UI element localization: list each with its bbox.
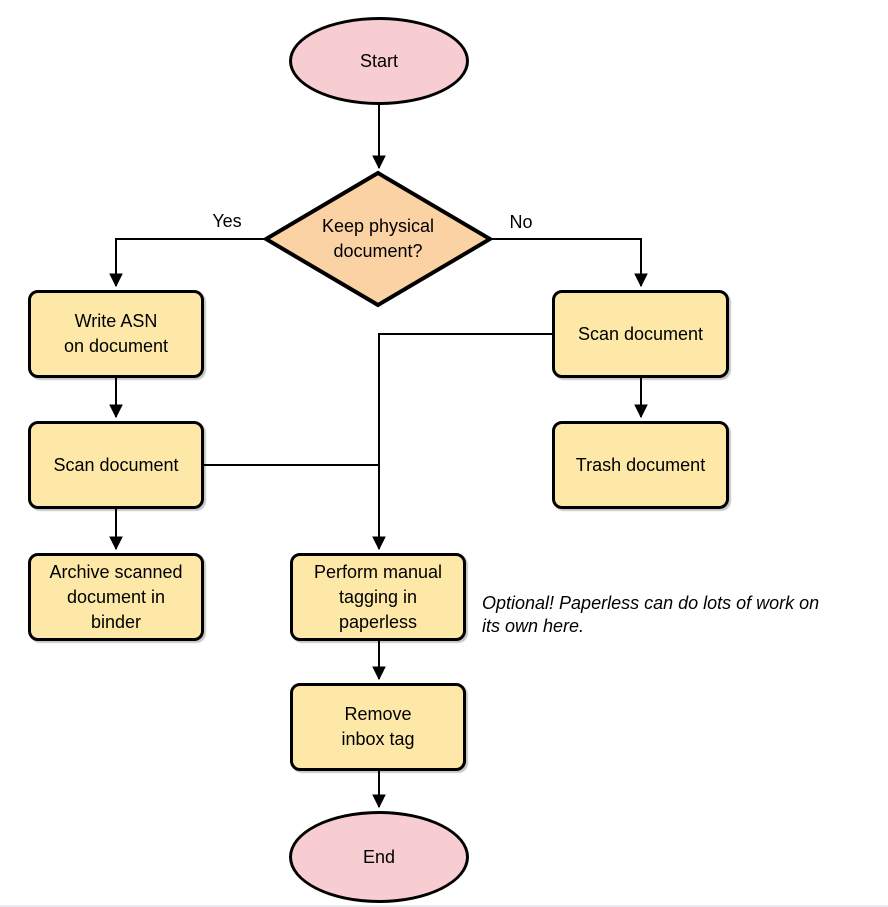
- trash-document-node: Trash document: [552, 421, 729, 509]
- scan-document-right-node: Scan document: [552, 290, 729, 378]
- edge-scanright-to-tagging: [372, 333, 552, 551]
- remove-inbox-tag-label: Remove inbox tag: [341, 704, 415, 749]
- archive-node-label: Archive scanned document in binder: [49, 561, 183, 632]
- edge-decision-yes: [109, 238, 265, 288]
- optional-annotation: Optional! Paperless can do lots of work …: [482, 593, 820, 636]
- scan-document-left-label: Scan document: [53, 454, 179, 475]
- manual-tagging-label: Perform manual tagging in paperless: [313, 561, 443, 632]
- decision-node: Keep physical document?: [263, 170, 493, 308]
- write-asn-node: Write ASN on document: [28, 290, 204, 378]
- edge-decision-no: [490, 238, 648, 288]
- start-node: Start: [289, 17, 469, 105]
- archive-node: Archive scanned document in binder: [28, 553, 204, 641]
- scan-document-right-label: Scan document: [577, 323, 704, 344]
- end-node-label: End: [362, 846, 396, 867]
- remove-inbox-tag-node: Remove inbox tag: [290, 683, 466, 771]
- trash-document-label: Trash document: [575, 454, 706, 475]
- edge-label-yes: Yes: [200, 211, 254, 231]
- end-node: End: [289, 811, 469, 903]
- manual-tagging-node: Perform manual tagging in paperless: [290, 553, 466, 641]
- start-node-label: Start: [359, 50, 398, 71]
- scan-document-left-node: Scan document: [28, 421, 204, 509]
- write-asn-node-label: Write ASN on document: [63, 311, 169, 356]
- edge-label-no: No: [496, 212, 546, 232]
- decision-node-label: Keep physical document?: [321, 216, 435, 261]
- page-bottom-divider: [0, 905, 888, 907]
- decision-diamond-shape: [263, 170, 493, 308]
